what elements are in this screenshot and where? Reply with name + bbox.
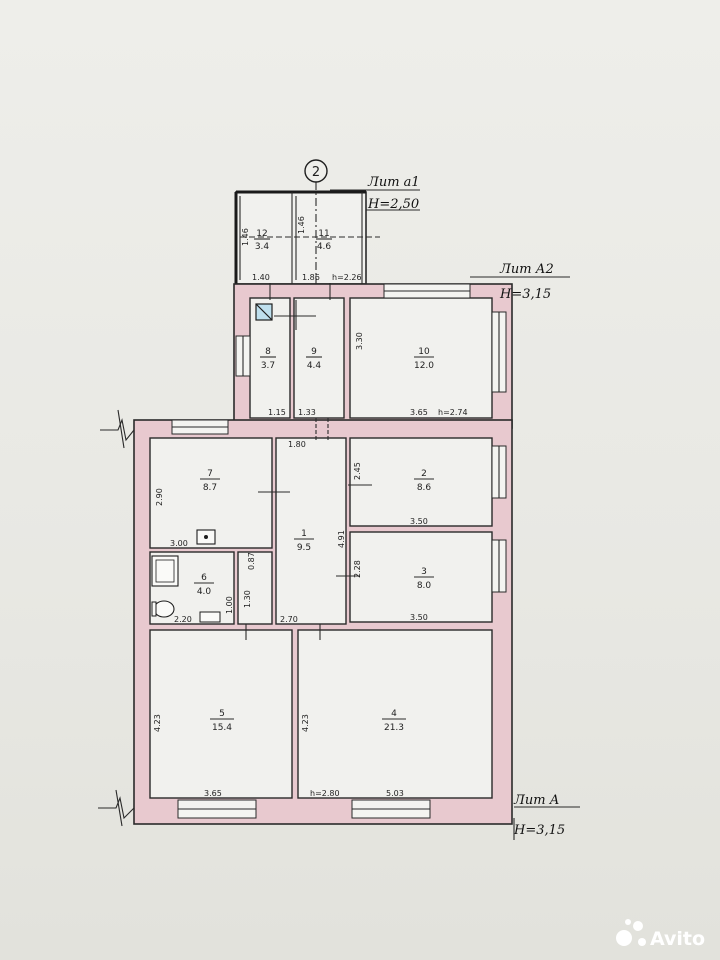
room-area: 9.5 [297, 543, 311, 553]
dimension: 2.70 [280, 615, 298, 624]
room-3: 3 8.0 [414, 567, 434, 591]
room-labels: 12 3.4 11 4.6 8 3.7 9 4.4 10 12.0 7 8.7 [194, 229, 434, 733]
room-2: 2 8.6 [414, 469, 434, 493]
watermark: Avito [616, 919, 705, 950]
height-a1-label: H=2,50 [367, 197, 419, 212]
annex-a1 [234, 190, 380, 285]
dimension: h=2.74 [438, 408, 468, 417]
room-number: 4 [391, 709, 397, 719]
room-number: 2 [421, 469, 427, 479]
room-8: 8 3.7 [260, 347, 276, 371]
dimension: 1.15 [268, 408, 286, 417]
room-7-area [149, 437, 273, 549]
windows [171, 283, 507, 819]
dimension: 3.65 [204, 789, 222, 798]
dimension: h=2.80 [310, 789, 340, 798]
dimension: 1.86 [302, 273, 320, 282]
dimension: 4.23 [153, 714, 162, 732]
dimension: 0.87 [247, 552, 256, 570]
dimension: 3.30 [355, 332, 364, 350]
avito-logo-icon [616, 919, 646, 946]
doors [245, 283, 372, 640]
height-a2-label: H=3,15 [499, 287, 551, 302]
toilet-icon [153, 600, 175, 618]
fixtures [151, 303, 273, 623]
lit-a-label: Лит А [513, 793, 560, 808]
lit-a1-label: Лит а1 [367, 175, 420, 190]
room-10: 10 12.0 [414, 347, 434, 371]
dimension: 1.30 [243, 590, 252, 608]
room-6: 6 4.0 [194, 573, 214, 597]
axis-marker-label: 2 [312, 165, 320, 180]
room-area: 15.4 [212, 723, 232, 733]
level-labels: Лит а1 H=2,50 Лит А2 H=3,15 Лит А H=3,15 [330, 175, 580, 840]
room-number: 5 [219, 709, 225, 719]
room-number: 6 [201, 573, 207, 583]
sink-icon [199, 611, 221, 623]
room-number: 1 [301, 529, 307, 539]
room-number: 3 [421, 567, 427, 577]
dimension-labels: 1.46 1.46 1.40 1.86 h=2.26 3.30 1.15 1.3… [153, 216, 468, 798]
room-1: 1 9.5 [294, 529, 314, 553]
room-4-area [297, 629, 493, 799]
axis-marker: 2 [304, 159, 328, 300]
room-area: 12.0 [414, 361, 434, 371]
dimension: 1.00 [225, 596, 234, 614]
room-number: 9 [311, 347, 317, 357]
room-7: 7 8.7 [200, 469, 220, 493]
room-number: 8 [265, 347, 271, 357]
dimension: 5.03 [386, 789, 404, 798]
dimension: 2.45 [353, 462, 362, 480]
room-12: 12 3.4 [254, 229, 270, 252]
room-number: 12 [256, 229, 267, 239]
dimension: 3.65 [410, 408, 428, 417]
dimension: 2.20 [174, 615, 192, 624]
rooms [149, 297, 493, 799]
room-4: 4 21.3 [382, 709, 406, 733]
room-area: 4.4 [307, 361, 322, 371]
room-area: 3.4 [255, 242, 270, 252]
room-area: 4.6 [317, 242, 332, 252]
dimension: 3.50 [410, 517, 428, 526]
room-number: 10 [418, 347, 430, 357]
room-area: 8.0 [417, 581, 432, 591]
dimension: h=2.26 [332, 273, 362, 282]
height-a-label: H=3,15 [513, 823, 565, 838]
dimension: 4.91 [337, 530, 346, 548]
room-9-area [293, 297, 345, 419]
room-9: 9 4.4 [306, 347, 322, 371]
lit-a2-label: Лит А2 [499, 262, 554, 277]
room-10-area [349, 297, 493, 419]
dimension: 3.00 [170, 539, 188, 548]
room-2-area [349, 437, 493, 527]
room-area: 21.3 [384, 723, 404, 733]
dimension: 2.28 [353, 560, 362, 578]
room-area: 3.7 [261, 361, 275, 371]
room-11: 11 4.6 [316, 229, 332, 252]
dimension: 4.23 [301, 714, 310, 732]
room-area: 8.7 [203, 483, 217, 493]
room-area: 4.0 [197, 587, 212, 597]
dimension: 1.46 [241, 228, 250, 246]
dimension: 3.50 [410, 613, 428, 622]
room-number: 11 [318, 229, 329, 239]
dimension: 1.80 [288, 440, 306, 449]
avito-brand: Avito [650, 928, 705, 950]
dimension: 1.46 [297, 216, 306, 234]
room-area: 8.6 [417, 483, 432, 493]
wall-breaks [98, 409, 135, 827]
dimension: 2.90 [155, 488, 164, 506]
room-1-area [275, 437, 347, 625]
room-5: 5 15.4 [210, 709, 234, 733]
dimension: 1.40 [252, 273, 270, 282]
corridor-area [237, 551, 273, 625]
room-number: 7 [207, 469, 213, 479]
room-5-area [149, 629, 293, 799]
dimension: 1.33 [298, 408, 316, 417]
